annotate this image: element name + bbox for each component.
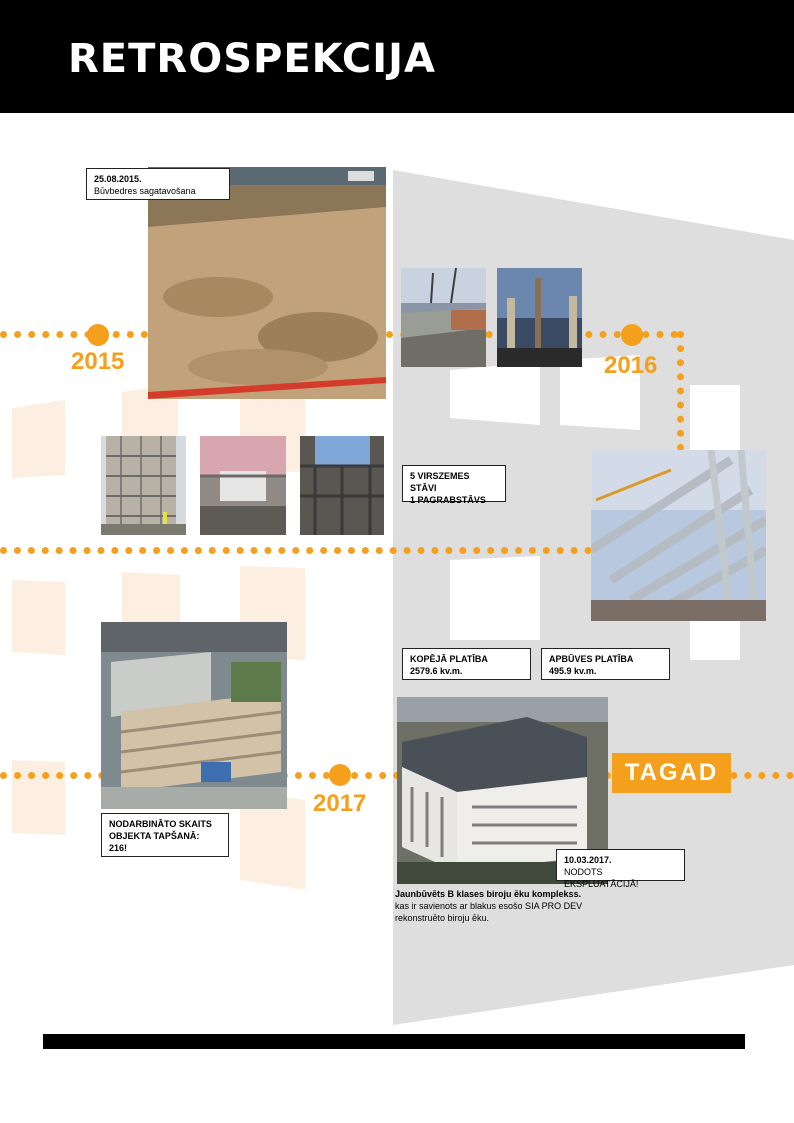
note-total-area-label: KOPĒJĀ PLATĪBA [410, 654, 488, 664]
timeline-line-2016-lower [0, 547, 592, 554]
note-start-date-value: 25.08.2015. [94, 174, 142, 184]
photo-structure [300, 436, 384, 535]
timeline-dot-2015 [87, 324, 109, 346]
note-workers-count: 216! [109, 843, 128, 853]
note-start-date: 25.08.2015. Būvbedres sagatavošana [86, 168, 230, 200]
note-built-area-value: 495.9 kv.m. [549, 666, 597, 676]
note-completed-text: NODOTS EKSPLUATĀCIJĀ! [564, 867, 639, 889]
caption-line2: kas ir savienots ar blakus esošo SIA PRO… [395, 901, 583, 911]
note-floors-below: 1 PAGRABSTĀVS [410, 495, 486, 505]
note-completed: 10.03.2017. NODOTS EKSPLUATĀCIJĀ! [556, 849, 685, 889]
note-total-area-value: 2579.6 kv.m. [410, 666, 463, 676]
note-total-area: KOPĒJĀ PLATĪBA 2579.6 kv.m. [402, 648, 531, 680]
note-floors-above: 5 VIRSZEMES STĀVI [410, 471, 470, 493]
photo-columns-dusk [497, 268, 582, 367]
photo-aerial-roof [101, 622, 287, 809]
caption-line3: rekonstruēto biroju ēku. [395, 913, 490, 923]
note-floors: 5 VIRSZEMES STĀVI 1 PAGRABSTĀVS [402, 465, 506, 505]
timeline-dot-2016 [621, 324, 643, 346]
note-workers-line2: OBJEKTA TAPŠANĀ: [109, 831, 200, 841]
year-label-2016: 2016 [604, 352, 658, 379]
project-caption: Jaunbūvēts B klases biroju ēku komplekss… [395, 888, 625, 924]
note-built-area-label: APBŪVES PLATĪBA [549, 654, 634, 664]
photo-completed-building [397, 697, 608, 884]
year-label-2015: 2015 [71, 348, 125, 375]
timeline-connector-vertical [677, 331, 684, 451]
year-label-2017: 2017 [313, 790, 367, 817]
note-workers: NODARBINĀTO SKAITS OBJEKTA TAPŠANĀ: 216! [101, 813, 229, 857]
now-badge: TAGAD [612, 753, 731, 793]
note-start-text: Būvbedres sagatavošana [94, 186, 196, 196]
caption-title: Jaunbūvēts B klases biroju ēku komplekss… [395, 889, 582, 899]
note-completed-date: 10.03.2017. [564, 855, 612, 865]
note-built-area: APBŪVES PLATĪBA 495.9 kv.m. [541, 648, 670, 680]
photo-scaffolding [101, 436, 186, 535]
photo-foundation [401, 268, 486, 367]
header-bar [0, 0, 794, 113]
photo-excavation [148, 167, 386, 399]
photo-interior [200, 436, 286, 535]
timeline-line-2015-left [0, 331, 148, 338]
note-workers-line1: NODARBINĀTO SKAITS [109, 819, 212, 829]
photo-roof-steel [591, 450, 766, 621]
page-title: RETROSPEKCIJA [68, 36, 436, 82]
timeline-dot-2017 [329, 764, 351, 786]
footer-bar [43, 1034, 745, 1049]
